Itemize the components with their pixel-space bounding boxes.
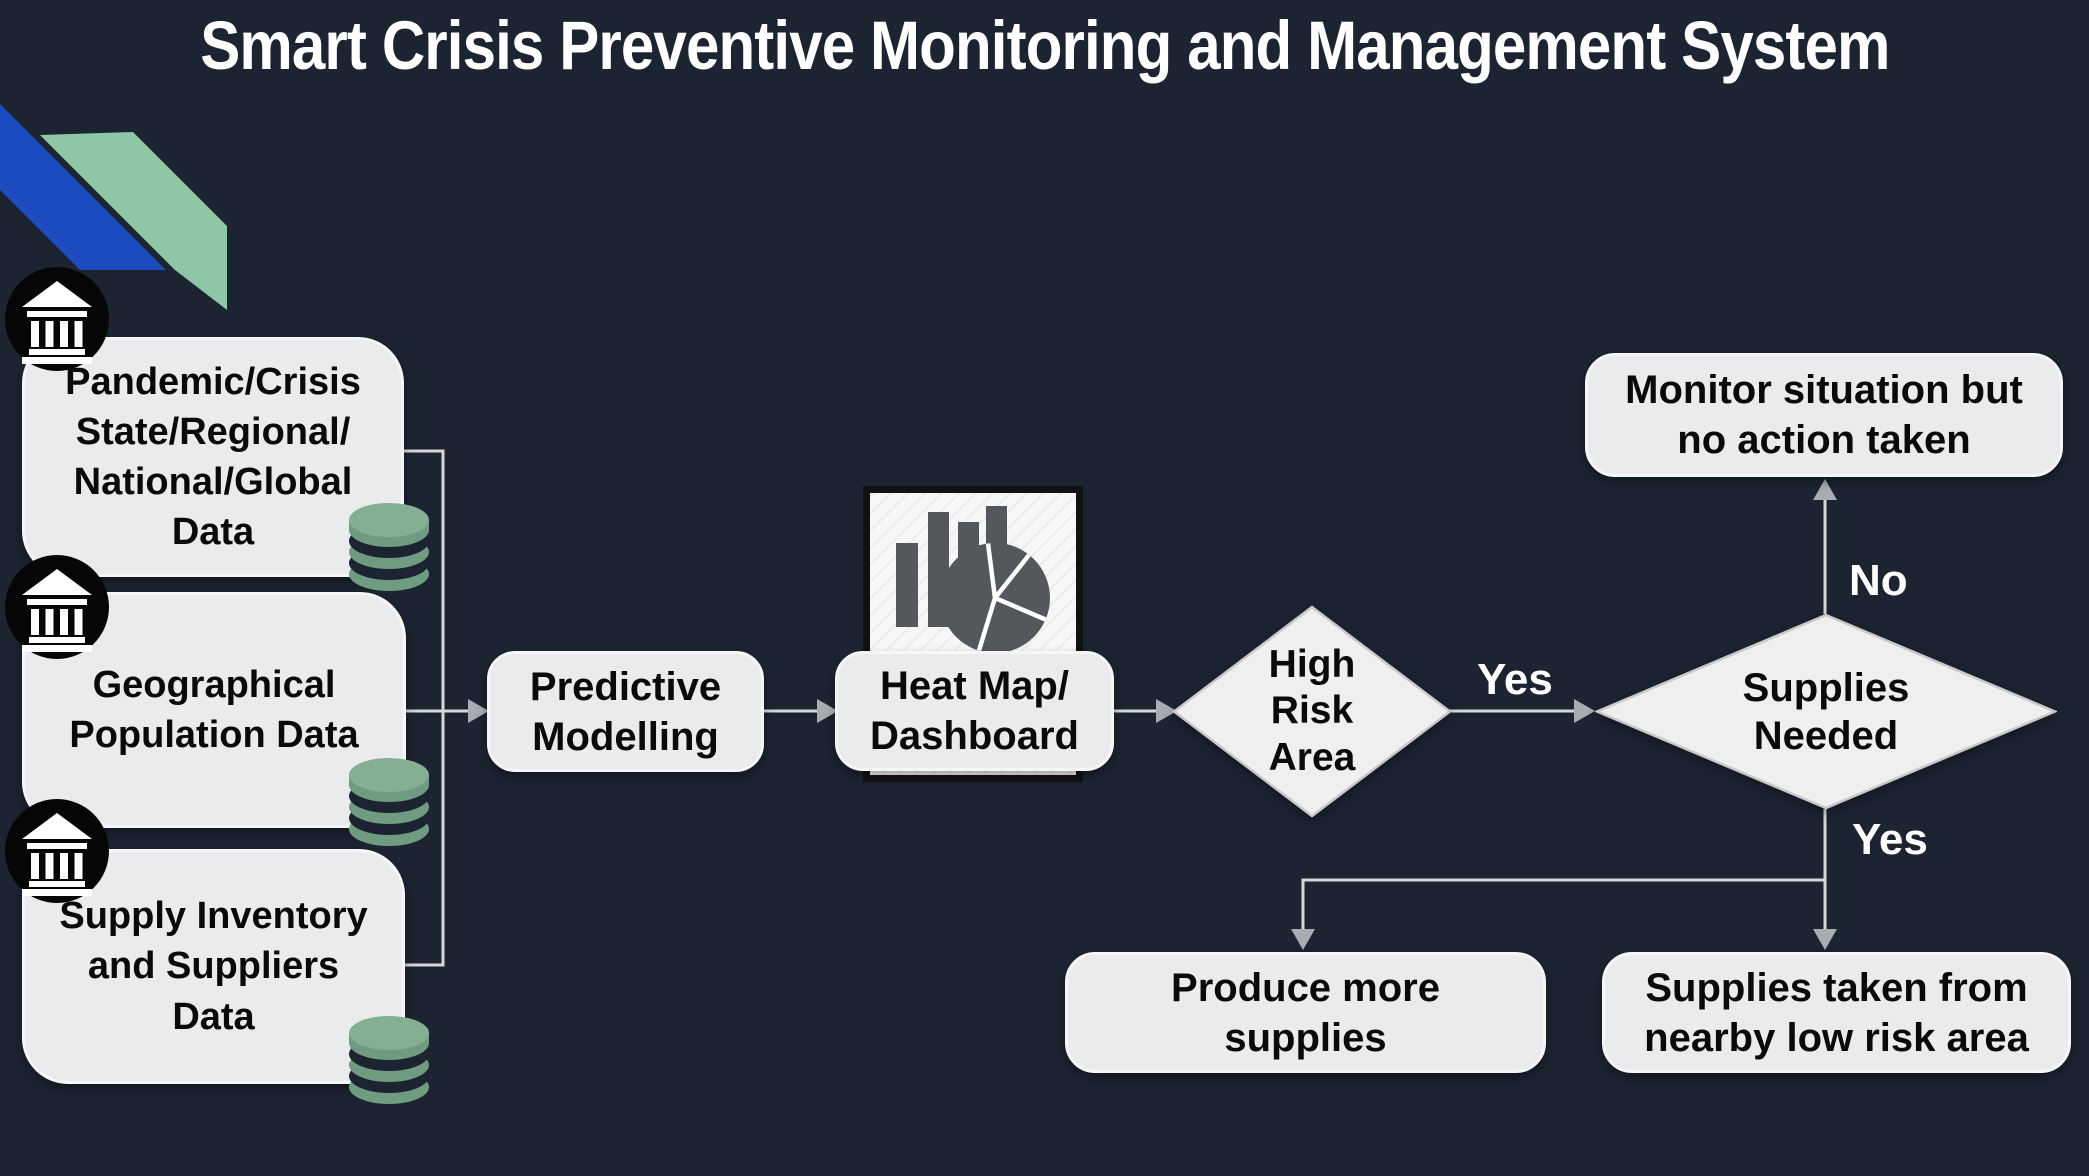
decision-label: High Risk Area (1268, 643, 1356, 779)
node-produce-more-supplies: Produce more supplies (1065, 952, 1546, 1073)
ribbon-blue (0, 104, 166, 270)
decision-supplies-needed: Supplies Needed (1595, 613, 2057, 810)
arrowhead-into-highrisk (1156, 699, 1177, 723)
connector-source3-junction (404, 711, 445, 967)
page-title: Smart Crisis Preventive Monitoring and M… (0, 6, 2089, 85)
page-title-text: Smart Crisis Preventive Monitoring and M… (199, 7, 1890, 84)
edge-label-no-supplies: No (1849, 556, 1908, 605)
node-label: Pandemic/Crisis State/Regional/ National… (65, 360, 361, 554)
node-pandemic-crisis-data: Pandemic/Crisis State/Regional/ National… (22, 337, 404, 577)
decision-label: Supplies Needed (1742, 665, 1910, 758)
bank-icon (5, 555, 109, 659)
node-label: Predictive Modelling (529, 664, 722, 759)
diamond-shape (1172, 605, 1452, 818)
node-label: Supply Inventory and Suppliers Data (59, 895, 368, 1038)
decision-high-risk-area: High Risk Area (1172, 605, 1452, 818)
ribbon-green (40, 132, 227, 310)
database-icon (349, 503, 429, 591)
bank-icon (5, 267, 109, 371)
node-predictive-modelling: Predictive Modelling (487, 651, 764, 772)
arrowhead-into-supplies (1574, 699, 1595, 723)
arrowhead-into-monitor (1813, 479, 1837, 500)
node-label: Monitor situation but no action taken (1625, 368, 2023, 462)
connector-supplies-produce (1301, 878, 1825, 929)
bank-icon (5, 799, 109, 903)
node-heat-map-dashboard: Heat Map/ Dashboard (835, 651, 1114, 771)
edge-label-yes-high-risk: Yes (1477, 655, 1553, 704)
diamond-shape (1595, 613, 2057, 810)
corner-ribbon-decoration (0, 104, 227, 310)
edge-label-yes-supplies: Yes (1852, 815, 1928, 864)
node-label: Heat Map/ Dashboard (870, 664, 1079, 758)
node-label: Produce more supplies (1171, 965, 1440, 1060)
node-supplies-taken-low-risk: Supplies taken from nearby low risk area (1602, 952, 2071, 1073)
database-icon (349, 758, 429, 846)
arrowhead-into-produce (1291, 929, 1315, 950)
database-icon (349, 1016, 429, 1104)
node-monitor-situation: Monitor situation but no action taken (1585, 353, 2063, 477)
arrowhead-into-heatmap (817, 699, 838, 723)
node-label: Supplies taken from nearby low risk area (1644, 965, 2029, 1060)
arrowhead-into-taken (1813, 929, 1837, 950)
arrowhead-into-predictive (468, 699, 489, 723)
node-label: Geographical Population Data (69, 663, 359, 756)
connector-source1-junction (404, 449, 445, 711)
